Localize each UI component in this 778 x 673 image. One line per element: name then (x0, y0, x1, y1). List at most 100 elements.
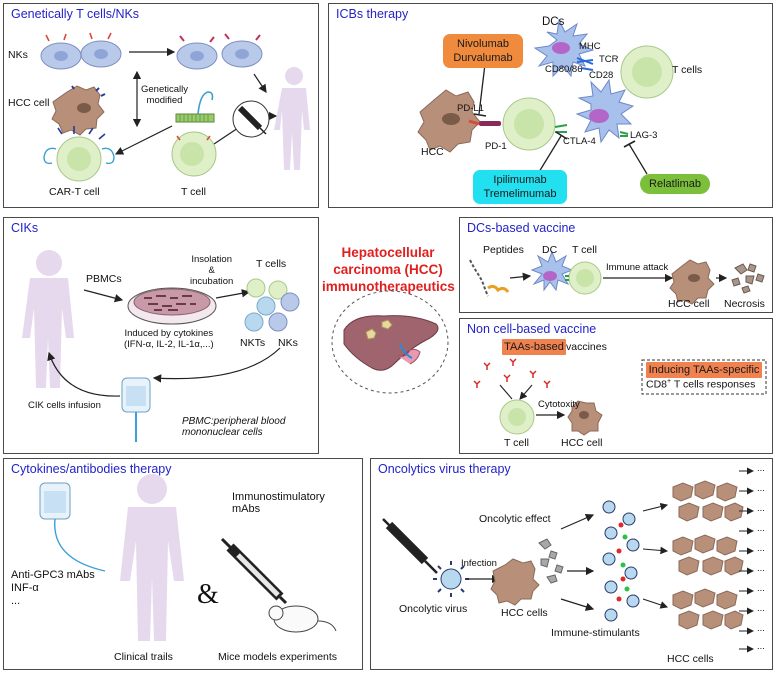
inducing-badge: Inducing TAAs-specific (646, 362, 762, 378)
debris (538, 538, 564, 584)
panel-title: Non cell-based vaccine (467, 322, 597, 336)
cd8-superscript: + (667, 378, 672, 385)
panel-title: Genetically T cells/NKs (11, 7, 140, 21)
label-t-cell: T cell (181, 186, 206, 198)
label-hcc-cells: HCC cells (501, 607, 548, 619)
label-dc: DC (542, 244, 558, 256)
ellipsis: ... (757, 623, 765, 634)
label-hcc-cell: HCC cell (8, 97, 50, 109)
label-dcs: DCs (542, 16, 565, 28)
label-pd-l1: PD-L1 (457, 103, 484, 114)
label-peptides: Peptides (483, 244, 524, 256)
label-tcr: TCR (599, 54, 619, 65)
label-pbmcs: PBMCs (86, 273, 122, 285)
panel-genetic: Genetically T cells/NKs (3, 3, 319, 208)
panel-ciks: CIKs PBMCs Insolation & incu (3, 217, 319, 454)
label-hcc-cell: HCC cell (668, 298, 710, 310)
label-cik-infusion: CIK cells infusion (28, 400, 101, 411)
panel-title: CIKs (11, 221, 39, 235)
panel-title: Oncolytics virus therapy (378, 462, 511, 476)
hcc-cluster (672, 480, 744, 630)
panel-dcs-vaccine: DCs-based vaccine Peptides DC T cell Imm… (459, 217, 773, 313)
ciks-illustration (22, 250, 300, 442)
label-vaccines: vaccines (566, 341, 607, 353)
label-nks: NKs (278, 337, 298, 349)
human-silhouette (22, 250, 74, 388)
label-car-t: CAR-T cell (49, 186, 100, 198)
nk-cell (176, 42, 218, 70)
ampersand: & (197, 579, 219, 610)
ellipsis: ... (757, 641, 765, 652)
label-oncolytic-virus: Oncolytic virus (399, 603, 468, 615)
cell-cluster (244, 278, 300, 332)
panel-cytokines: Cytokines/antibodies therapy Immunostimu… (3, 458, 363, 670)
panel-title: DCs-based vaccine (467, 221, 576, 235)
ellipsis: ... (757, 523, 765, 534)
label-insolation: Insolation & incubation (190, 254, 234, 287)
nk-cell (40, 42, 82, 70)
panel-noncell: Non cell-based vaccine TAAs-based vaccin… (459, 318, 773, 454)
label-cytotoxity: Cytotoxity (538, 399, 580, 410)
label-cd8086: CD80/86 (545, 64, 583, 75)
label-nkts: NKTs (240, 337, 266, 349)
label-ctla-4: CTLA-4 (563, 136, 596, 147)
label-t-cell: T cell (504, 437, 529, 449)
label-hcc: HCC (421, 146, 444, 158)
mouse-icon (268, 605, 337, 633)
panel-icb: ICBs therapy Nivolumab Durvalumab DCs MH… (328, 3, 773, 208)
drug-nivolumab: Nivolumab Durvalumab (443, 34, 523, 68)
label-oncolytic-effect: Oncolytic effect (479, 513, 551, 525)
cd8-suffix: T cells responses (671, 378, 756, 391)
iv-bag-icon (121, 377, 151, 442)
label-t-cells: T cells (672, 64, 703, 76)
label-necrosis: Necrosis (724, 298, 765, 310)
label-infection: Infection (461, 558, 497, 569)
label-hcc-cell: HCC cell (561, 437, 603, 449)
t-cell (171, 131, 217, 177)
taas-badge: TAAs-based (502, 339, 566, 355)
panel-title: ICBs therapy (336, 7, 409, 21)
ellipsis: ... (757, 583, 765, 594)
label-cd28: CD28 (589, 70, 614, 81)
label-anti-gpc3: Anti-GPC3 mAbs INF-α ... (11, 569, 95, 607)
label-t-cell: T cell (572, 244, 597, 256)
syringe-icon (382, 518, 438, 574)
virus-column (602, 500, 640, 622)
t-cell (502, 97, 556, 151)
genetic-illustration (40, 32, 310, 182)
virus-icon (433, 561, 469, 597)
center-title: Hepatocellular carcinoma (HCC) immunothe… (322, 245, 455, 294)
hcc-cell (490, 558, 540, 606)
drug-relatlimab: Relatlimab (640, 174, 710, 194)
necrosis-debris (731, 263, 765, 294)
human-silhouette (274, 67, 310, 170)
nk-cell (80, 40, 122, 68)
label-mhc: MHC (579, 41, 601, 52)
label-immunostimulatory: Immunostimulatory mAbs (232, 491, 325, 515)
t-cell (620, 45, 674, 99)
drug-ipilimumab: Ipilimumab Tremelimumab (473, 170, 567, 204)
icb-illustration (417, 18, 674, 175)
ellipsis: ... (757, 503, 765, 514)
noncell-illustration (473, 358, 767, 436)
car-t-cell (56, 136, 102, 182)
oncolytic-illustration (382, 467, 754, 653)
t-cell (499, 399, 535, 435)
ellipsis: ... (757, 563, 765, 574)
ellipsis: ... (757, 603, 765, 614)
ellipsis: ... (757, 483, 765, 494)
label-pbmc-note: PBMC:peripheral blood mononuclear cells (182, 416, 286, 438)
t-cell (568, 261, 602, 295)
label-hcc-cells-2: HCC cells (667, 653, 714, 665)
label-immune-attack: Immune attack (606, 262, 669, 273)
dc-cell (530, 250, 574, 292)
cd8-text: CD8 (646, 378, 668, 391)
ellipsis: ... (757, 543, 765, 554)
label-mice-models: Mice models experiments (218, 651, 338, 663)
human-silhouette (120, 474, 184, 641)
label-nks: NKs (8, 49, 28, 61)
syringe-icon (220, 537, 288, 605)
label-immune-stimulants: Immune-stimulants (551, 627, 640, 639)
iv-bag-icon (39, 482, 106, 572)
hcc-cell (669, 259, 715, 305)
